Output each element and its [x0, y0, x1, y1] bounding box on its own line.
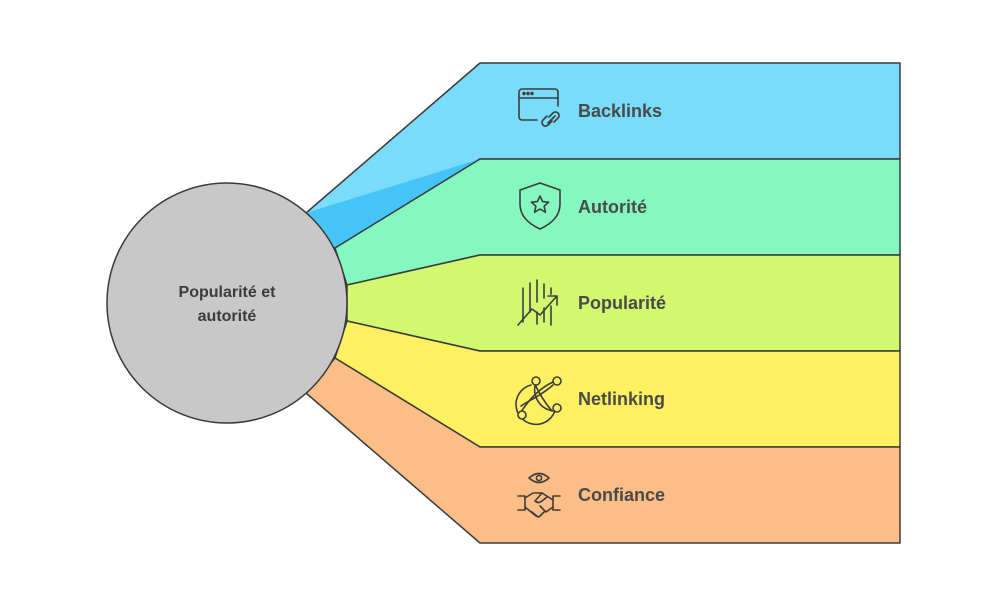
branch-netlinking: Netlinking: [334, 320, 901, 448]
branch-confiance-label: Confiance: [578, 485, 665, 505]
branch-popularite: Popularité: [346, 254, 901, 352]
center-label-line1: Popularité et: [179, 284, 277, 301]
branch-backlinks-wedge: [306, 159, 480, 248]
network-globe-icon: [515, 376, 562, 426]
branch-autorite: Autorité: [334, 158, 901, 286]
trend-up-chart-icon: [517, 279, 558, 326]
branch-backlinks: Backlinks: [305, 62, 901, 249]
branch-autorite-label: Autorité: [578, 197, 647, 217]
shield-star-icon: [519, 182, 561, 230]
branch-backlinks-label: Backlinks: [578, 101, 662, 121]
center-circle: [106, 182, 348, 424]
browser-link-icon: [518, 88, 560, 127]
center-node: Popularité et autorité: [106, 182, 348, 424]
center-label-line2: autorité: [198, 308, 257, 325]
branch-netlinking-label: Netlinking: [578, 389, 665, 409]
branch-confiance-band: [305, 357, 901, 544]
branch-confiance: Confiance: [305, 357, 901, 544]
branch-popularite-label: Popularité: [578, 293, 666, 313]
handshake-eye-icon: [517, 472, 561, 518]
